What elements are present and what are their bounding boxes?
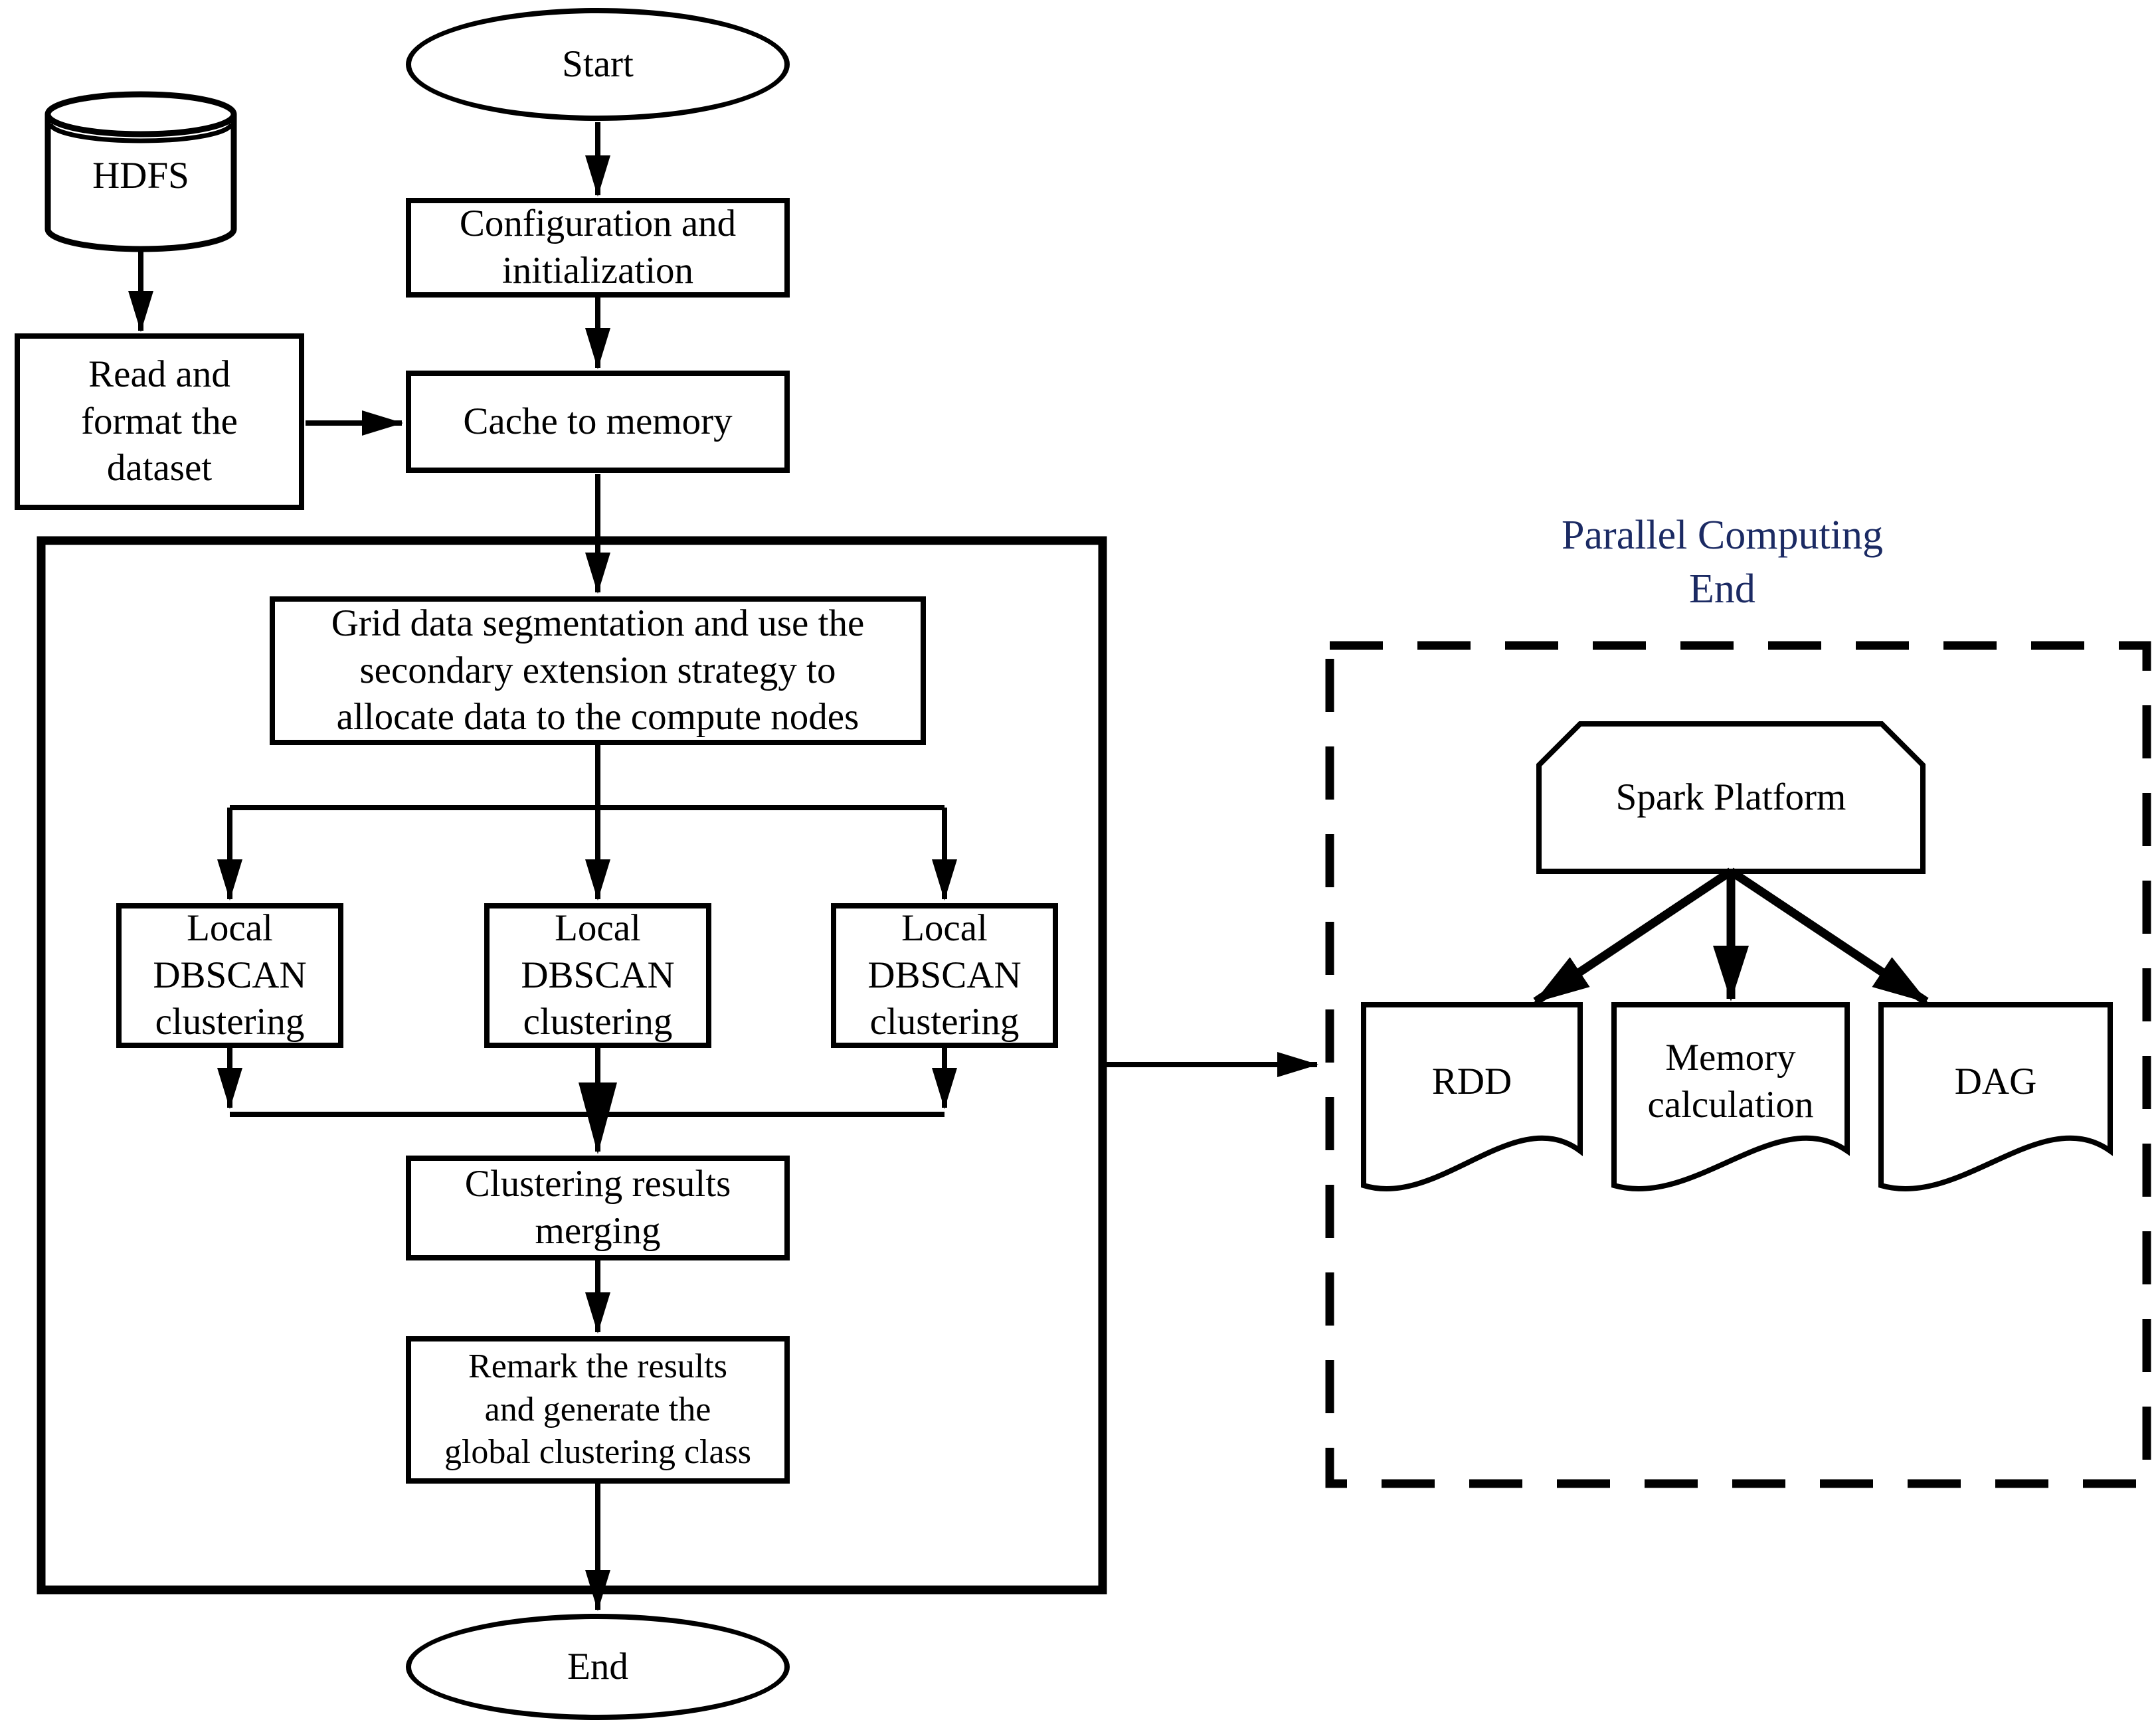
config-step: Configuration and initialization <box>406 198 790 298</box>
dag-label: DAG <box>1954 1060 2037 1102</box>
local-dbscan-middle-label: Local DBSCAN clustering <box>521 907 675 1043</box>
memory-calculation-node: Memory calculation <box>1614 1005 1847 1159</box>
config-label: Configuration and initialization <box>459 203 737 292</box>
spark-platform-label: Spark Platform <box>1615 776 1846 818</box>
hdfs-cylinder-rim <box>48 123 234 143</box>
memory-document-shape <box>1611 1002 1850 1192</box>
spark-panel-dashed-frame <box>1325 641 2151 1488</box>
local-dbscan-left-step: Local DBSCAN clustering <box>116 903 343 1048</box>
read-format-step: Read and format the dataset <box>15 333 304 510</box>
remark-step: Remark the results and generate the glob… <box>406 1336 790 1484</box>
local-dbscan-middle-step: Local DBSCAN clustering <box>484 903 711 1048</box>
memory-calculation-label: Memory calculation <box>1647 1037 1814 1126</box>
end-terminator: End <box>406 1614 790 1720</box>
merging-step: Clustering results merging <box>406 1156 790 1260</box>
parallel-computing-end-text: Parallel Computing End <box>1562 513 1883 612</box>
hdfs-cylinder-body <box>45 114 237 252</box>
arrow-spark-to-rdd <box>1533 867 1734 1005</box>
local-dbscan-left-label: Local DBSCAN clustering <box>153 907 307 1043</box>
rdd-node: RDD <box>1364 1005 1580 1159</box>
grid-segmentation-label: Grid data segmentation and use the secon… <box>331 602 865 738</box>
read-format-label: Read and format the dataset <box>81 353 238 489</box>
start-label: Start <box>562 43 634 85</box>
hdfs-label: HDFS <box>92 154 189 197</box>
start-terminator: Start <box>406 8 790 121</box>
local-dbscan-right-label: Local DBSCAN clustering <box>867 907 1022 1043</box>
arrow-spark-to-dag <box>1728 867 1929 1005</box>
spark-platform-node: Spark Platform <box>1539 724 1923 871</box>
cache-step: Cache to memory <box>406 371 790 473</box>
parallel-computing-end-title: Parallel Computing End <box>1490 499 1955 626</box>
hdfs-store: HDFS <box>48 149 234 203</box>
cache-label: Cache to memory <box>463 400 733 442</box>
grid-segmentation-step: Grid data segmentation and use the secon… <box>270 596 926 745</box>
rdd-label: RDD <box>1431 1060 1512 1102</box>
rdd-document-shape <box>1361 1002 1583 1192</box>
end-label: End <box>567 1645 628 1687</box>
parallel-section-frame <box>37 536 1107 1595</box>
spark-platform-shape <box>1536 721 1926 874</box>
local-dbscan-right-step: Local DBSCAN clustering <box>831 903 1058 1048</box>
remark-label: Remark the results and generate the glob… <box>444 1347 752 1472</box>
dag-document-shape <box>1878 1002 2113 1192</box>
hdfs-cylinder-top <box>45 91 237 137</box>
merging-label: Clustering results merging <box>464 1163 731 1252</box>
dag-node: DAG <box>1881 1005 2110 1159</box>
